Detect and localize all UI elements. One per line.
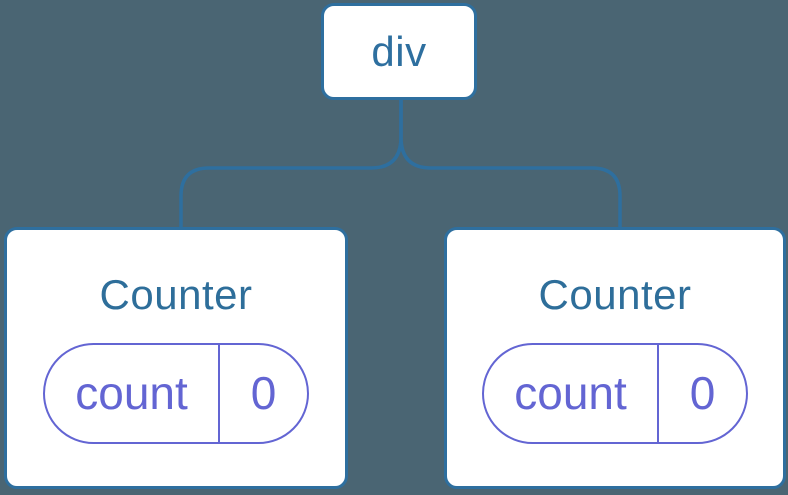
state-pill: count 0 xyxy=(43,342,309,444)
state-key: count xyxy=(484,344,659,442)
tree-node-div: div xyxy=(321,3,477,100)
component-name: Counter xyxy=(538,271,692,319)
tree-node-counter-1: Counter count 0 xyxy=(4,227,348,489)
state-value: 0 xyxy=(689,367,716,420)
tree-node-div-label: div xyxy=(371,27,427,75)
connector-branch-right xyxy=(399,100,622,228)
state-pill: count 0 xyxy=(482,342,748,444)
state-key: count xyxy=(45,344,220,442)
connector-branch-left xyxy=(179,100,403,228)
component-name: Counter xyxy=(99,271,253,319)
state-value: 0 xyxy=(250,367,277,420)
tree-node-counter-2: Counter count 0 xyxy=(444,227,786,489)
